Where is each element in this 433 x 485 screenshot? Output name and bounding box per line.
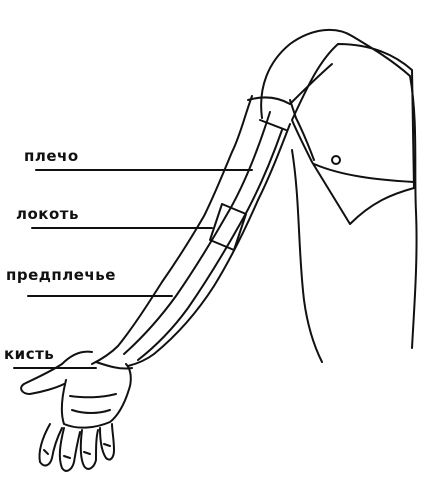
hand-outline bbox=[20, 350, 93, 395]
upper-arm-strap-left bbox=[259, 119, 287, 131]
finger-2 bbox=[58, 427, 81, 472]
sleeve-shape bbox=[291, 43, 415, 225]
upper-arm-outline-top bbox=[247, 63, 333, 105]
finger-nail-2 bbox=[63, 455, 71, 459]
finger-4 bbox=[99, 423, 115, 461]
palm-line bbox=[69, 393, 117, 399]
label-forearm: предплечье bbox=[6, 266, 116, 284]
palm-crease bbox=[71, 409, 111, 414]
label-hand: кисть bbox=[4, 345, 55, 363]
label-elbow: локоть bbox=[16, 205, 79, 223]
palm-outline bbox=[60, 363, 132, 429]
sleeve-hem bbox=[313, 163, 415, 183]
elbow-patch bbox=[209, 203, 247, 251]
finger-1 bbox=[38, 423, 63, 467]
finger-nail-3 bbox=[83, 451, 91, 455]
finger-3 bbox=[79, 429, 99, 470]
sleeve-button bbox=[331, 155, 341, 165]
upper-arm-strap-right bbox=[289, 99, 297, 119]
arm-seam-1 bbox=[123, 111, 271, 355]
arm-outer-contour bbox=[91, 95, 253, 365]
sleeve-seam bbox=[295, 117, 315, 161]
arm-inner-contour bbox=[127, 123, 291, 367]
finger-nail-1 bbox=[43, 449, 49, 455]
finger-nail-4 bbox=[103, 443, 111, 447]
arm-seam-2 bbox=[137, 129, 283, 361]
torso-left-edge bbox=[291, 149, 323, 363]
torso-outline bbox=[260, 28, 418, 349]
label-shoulder: плечо bbox=[24, 147, 79, 165]
